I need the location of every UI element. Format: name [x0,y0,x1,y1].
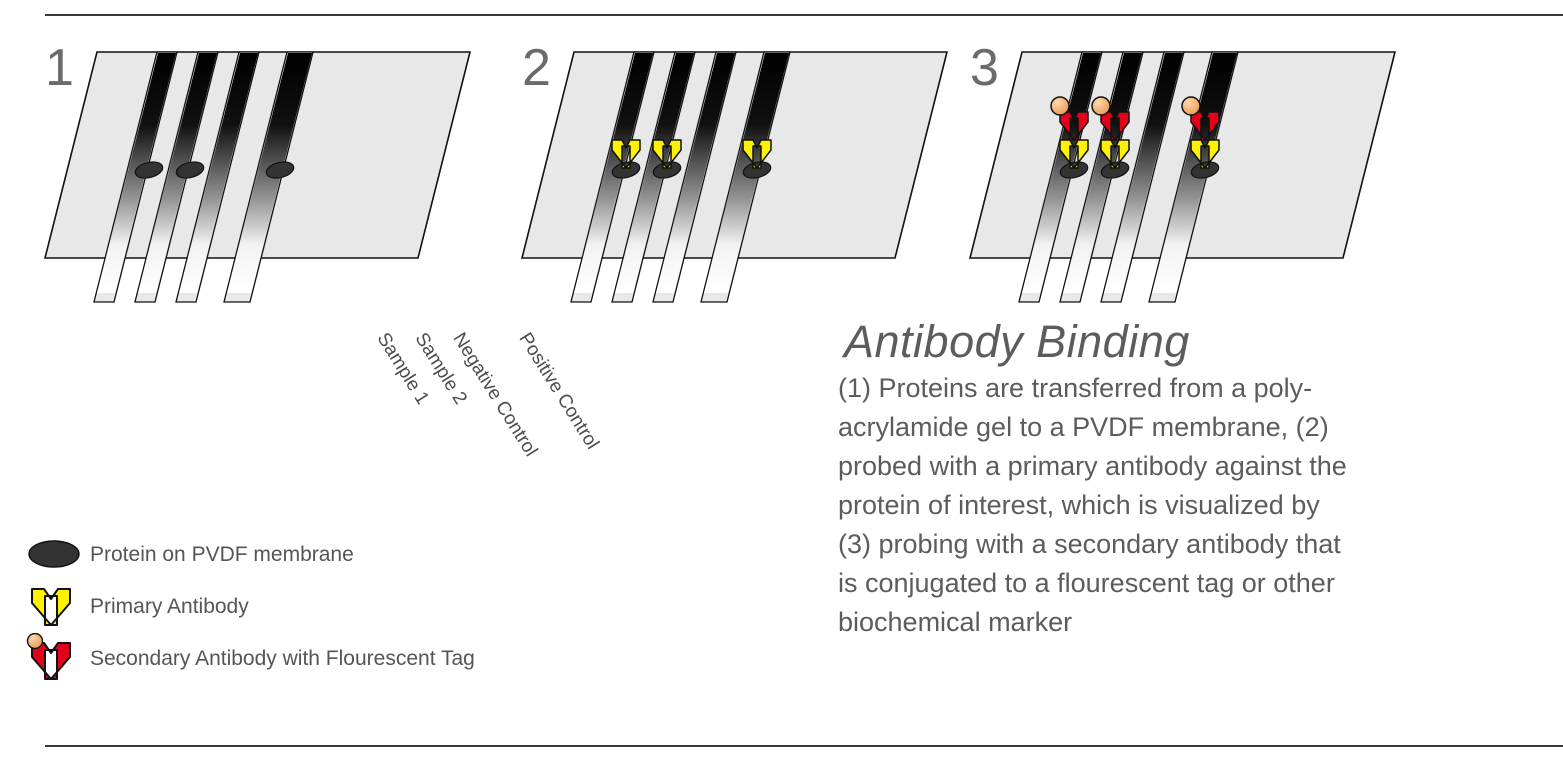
panel-number-1: 1 [45,39,74,97]
panel-secondary-antibody: 3 [968,39,1440,303]
blot-membrane-3 [968,40,1440,310]
legend: Protein on PVDF membrane Primary Antibod… [22,528,702,684]
primary-antibody-icon [1059,139,1220,169]
description-block: Antibody Binding (1) Proteins are transf… [838,318,1538,641]
legend-label-secondary-antibody: Secondary Antibody with Flourescent Tag [90,646,475,670]
top-divider-rule [45,14,1563,16]
legend-label-primary-antibody: Primary Antibody [90,594,249,618]
primary-antibody-icon [611,139,772,169]
fluorescent-tag-icon [1050,96,1201,116]
protein-bands [134,161,295,179]
legend-item-protein: Protein on PVDF membrane [22,528,702,580]
panel-number-2: 2 [522,39,551,97]
protein-bands [611,161,772,179]
legend-item-primary-antibody: Primary Antibody [22,580,702,632]
protein-bands [1059,161,1220,179]
figure-title: Antibody Binding [844,316,1190,367]
legend-label-protein: Protein on PVDF membrane [90,542,354,566]
figure-body-text: (1) Proteins are transferred from a poly… [838,373,1347,637]
protein-oval-icon [22,530,90,578]
fluorescent-tag-icon [26,633,44,650]
panel-transfer: 1 [43,39,603,460]
secondary-antibody-icon [1050,96,1220,141]
legend-item-secondary-antibody: Secondary Antibody with Flourescent Tag [22,632,702,684]
blot-membrane-1 [43,40,515,310]
panel-number-3: 3 [970,39,999,97]
bottom-divider-rule [45,745,1563,747]
primary-antibody-icon [22,582,90,630]
secondary-antibody-icon [22,633,90,682]
blot-membrane-2 [520,40,992,310]
panel-primary-antibody: 2 [520,39,992,303]
